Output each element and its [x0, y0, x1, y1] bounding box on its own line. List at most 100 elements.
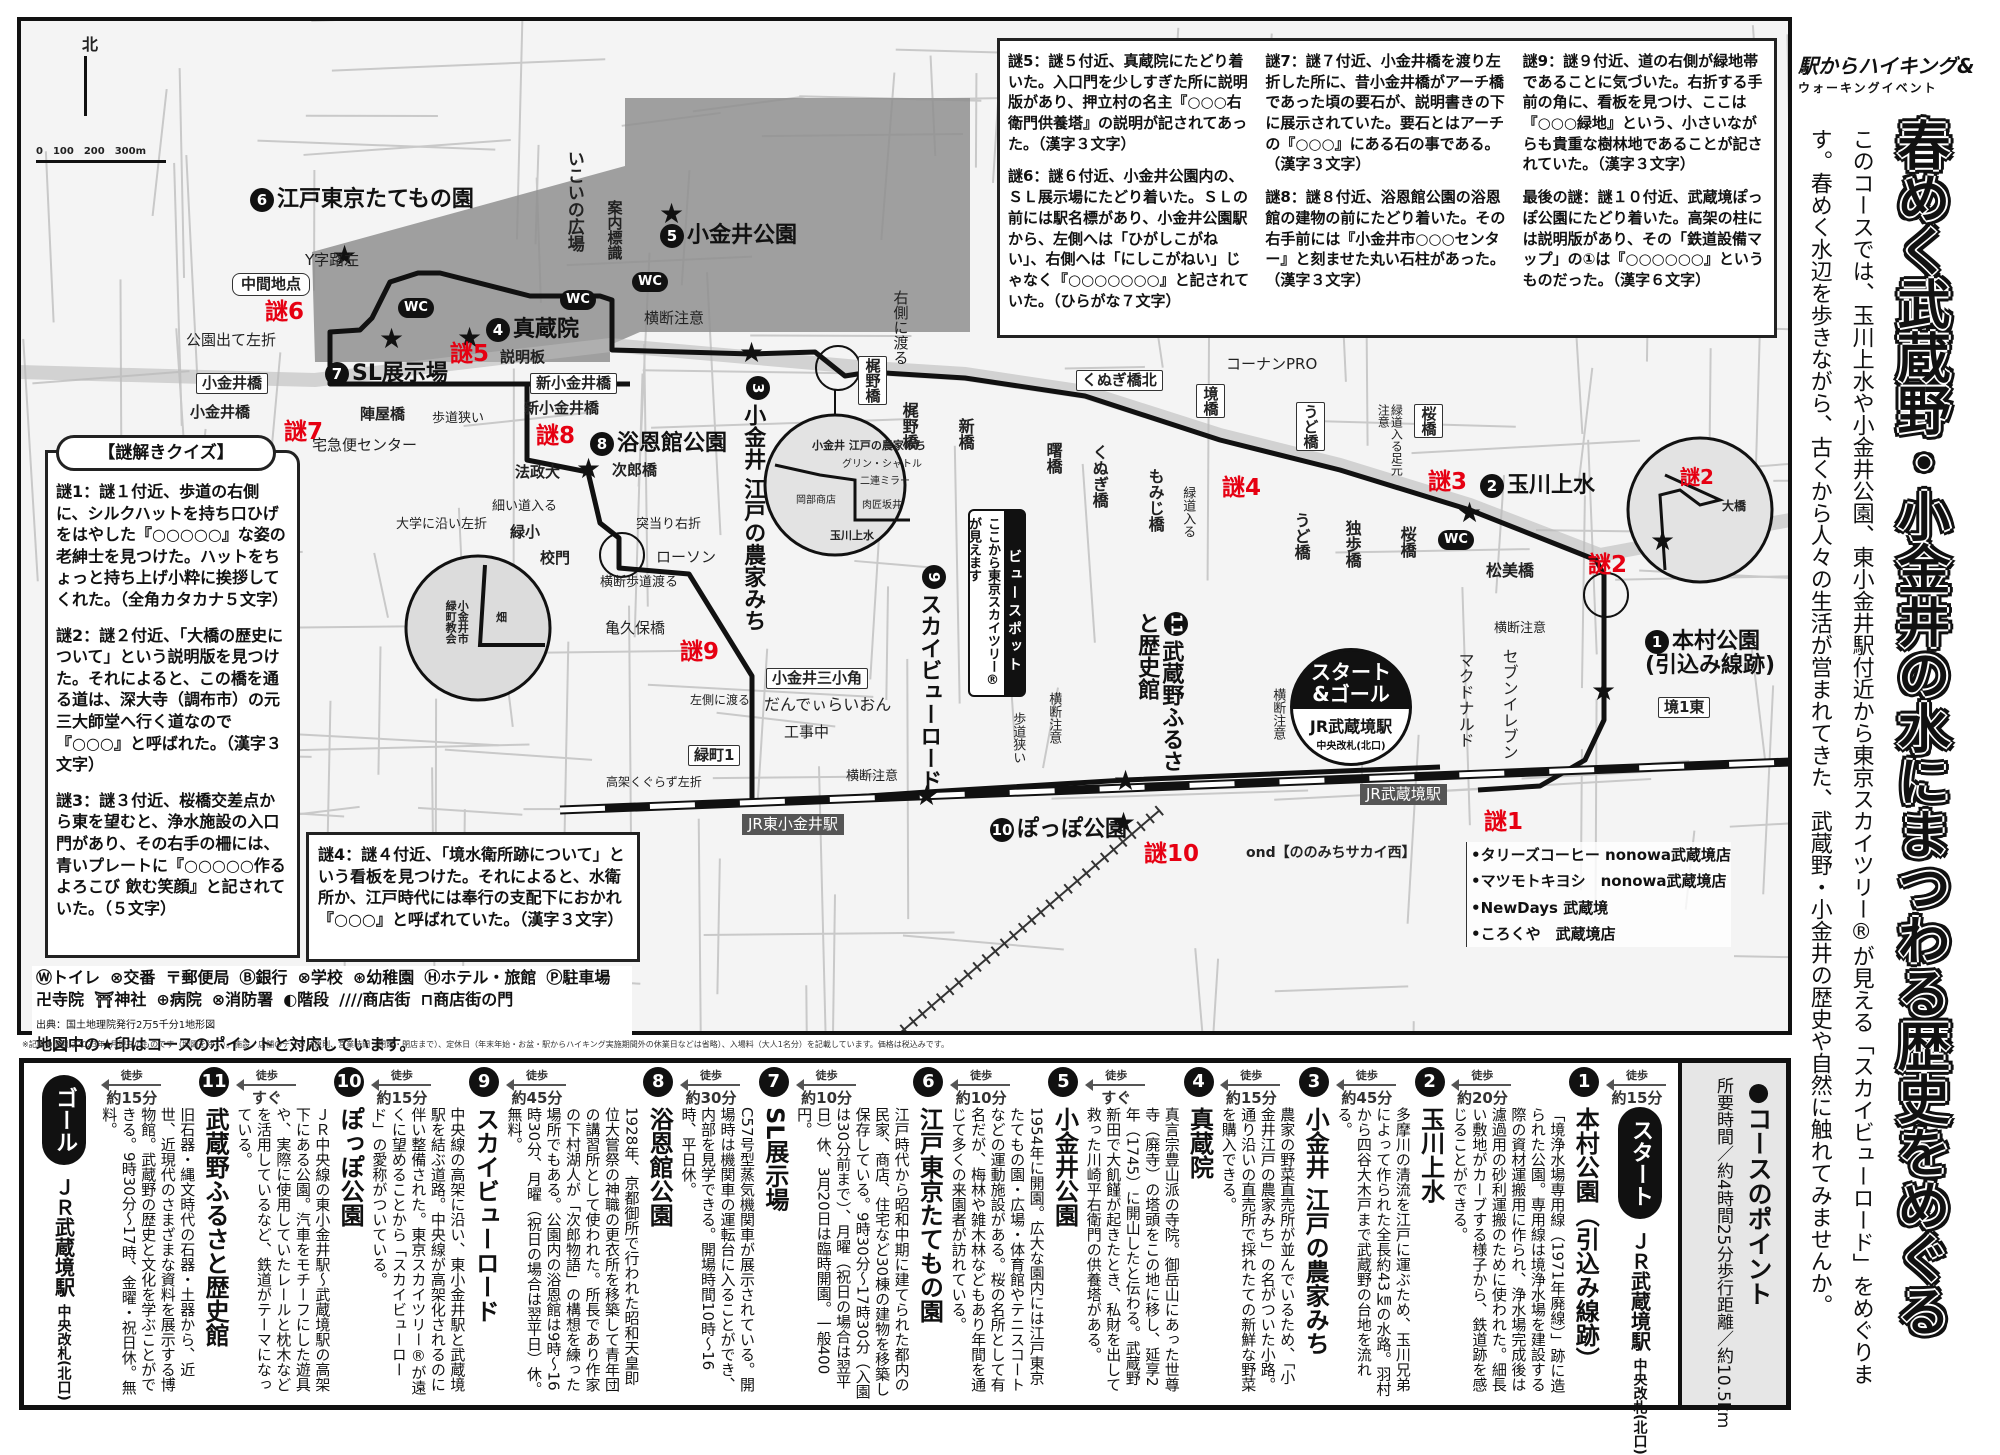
- map-point-4-label[interactable]: 真蔵院: [513, 317, 579, 342]
- walk-segment: 徒歩すぐ: [1083, 1067, 1149, 1108]
- point-description: ＪＲ中央線の東小金井駅～武蔵境駅の高架下にある公園。汽車をモチーフにした遊具や、…: [234, 1107, 332, 1399]
- toilet-icon: WC: [398, 298, 434, 318]
- map-point-10-label[interactable]: ぽっぽ公園: [1017, 817, 1127, 842]
- quiz-8: 謎8：謎８付近、浴恩館公園の浴恩館の建物の前にたどり着いた。その右手前には『小金…: [1265, 187, 1508, 290]
- y-junction-label: Y字路左: [305, 252, 359, 269]
- quiz-panel-4: 謎4：謎４付近、「境水衛所跡について」という看板を見つけた。それによると、水衛所…: [306, 832, 640, 962]
- map-point-7-label[interactable]: SL展示場: [352, 361, 448, 386]
- point-number-4: 4: [486, 318, 510, 342]
- logo-line2: ウォーキングイベント: [1798, 79, 1974, 96]
- kamekubo-bridge-label: 亀久保橋: [605, 620, 665, 637]
- map-point-3-label[interactable]: 小金井 江戸の農家みち: [740, 404, 765, 632]
- bubble-goal: &ゴール: [1312, 682, 1389, 706]
- point-number-badge: 10: [334, 1067, 364, 1097]
- koganei-bridge-label: 小金井橋: [190, 404, 250, 421]
- arrow-left-icon: [238, 1084, 296, 1086]
- course-point-star-icon: ★: [576, 452, 601, 485]
- mcdonalds-label: マクドナルド: [1456, 652, 1474, 748]
- start-badge: スタート: [1618, 1107, 1662, 1219]
- greenway-caution-label: 緑道入る足元注意: [1376, 404, 1402, 484]
- point-number-badge: 3: [1299, 1067, 1329, 1097]
- sakura-bridge-label: 桜橋: [1398, 526, 1416, 558]
- legend-item: Ⓦトイレ: [36, 967, 100, 989]
- udo-bridge-label: うど橋: [1292, 512, 1310, 560]
- inset3-title: 小金井 江戸の農家みち: [812, 440, 926, 452]
- crossing-caution-label-5: 横断注意: [1494, 622, 1546, 636]
- point-title: SL展示場: [760, 1107, 789, 1399]
- goal-badge: ゴール: [42, 1075, 86, 1165]
- inset-church-label: 小金井市緑町教会: [444, 600, 468, 650]
- crossing-caution-label-2: 横断注意: [846, 770, 898, 784]
- shin-koganei-bridge-label: 新小金井橋: [524, 400, 599, 417]
- jiro-bridge-label: 次郎橋: [612, 462, 657, 479]
- quiz-5: 謎5：謎５付近、真蔵院にたどり着いた。入口門を少しすぎた所に説明版があり、押立村…: [1008, 51, 1251, 154]
- map-point-6-label[interactable]: 江戸東京たてもの園: [277, 187, 474, 212]
- narrow-sidewalk-label-2: 歩道狭い: [1010, 712, 1024, 764]
- kajino-bridge-bus-stop: 梶野橋: [858, 356, 887, 405]
- arrow-left-icon: [1222, 1084, 1280, 1086]
- jinya-bridge-label: 陣屋橋: [360, 406, 405, 423]
- walk-segment: 徒歩約10分: [794, 1067, 860, 1108]
- inset-circle-1: [1628, 438, 1772, 582]
- quiz-1: 謎1：謎１付近、歩道の右側に、シルクハットを持ち口ひげをはやした『○○○○○』な…: [56, 481, 289, 611]
- quiz-6: 謎6：謎６付近、小金井公園内の、ＳＬ展示場にたどり着いた。ＳＬの前には駅名標があ…: [1008, 166, 1251, 311]
- legend-item: ⊗交番: [110, 967, 155, 989]
- bubble-station: JR武蔵境駅: [1310, 717, 1392, 736]
- start-goal-bubble[interactable]: スタート&ゴール JR武蔵境駅中央改札(北口): [1290, 648, 1412, 766]
- point-number-badge: 1: [1569, 1067, 1599, 1097]
- map-point-9-label[interactable]: スカイビューロード: [916, 593, 941, 791]
- toilet-icon: WC: [1438, 530, 1474, 550]
- point-title: 小金井公園: [1050, 1107, 1079, 1399]
- inset3-green-shuttle: グリン・シャトル: [842, 459, 922, 470]
- point-description: C57号型蒸気機関車が展示されている。開場時は機関車の運転台に入ることができ、内…: [678, 1107, 756, 1399]
- narrow-road-label: 細い道入る: [492, 500, 557, 514]
- legend-item: ⊗学校: [297, 967, 342, 989]
- lawson-label: ローソン: [656, 549, 716, 566]
- shobi-bridge-label: 松美橋: [1486, 562, 1534, 580]
- guide-sign-label: 案内標識: [606, 200, 623, 260]
- arrow-left-icon: [798, 1084, 856, 1086]
- map-point-2-label[interactable]: 玉川上水: [1507, 473, 1595, 498]
- walk-segment: 徒歩約15分: [369, 1067, 435, 1108]
- nazo-6-marker: 謎6: [265, 300, 304, 325]
- cross-right-label: 右側に渡る: [892, 290, 909, 365]
- legend-item: Ⓟ駐車場: [546, 967, 610, 989]
- map-point-8-label[interactable]: 浴恩館公園: [617, 431, 727, 456]
- ikoi-plaza-label: いこいの広場: [564, 150, 583, 252]
- walk-segment: 徒歩約15分: [1218, 1067, 1284, 1108]
- map-point-11-label[interactable]: 武蔵野ふるさと歴史館: [1134, 612, 1183, 772]
- akebono-bridge-label: 曙橋: [1044, 442, 1062, 474]
- map-point-1-sublabel: (引込み線跡): [1645, 653, 1775, 678]
- point-number-badge: 9: [469, 1067, 499, 1097]
- inset3-okabe-shop: 岡部商店: [796, 495, 836, 506]
- store-item: •ころくや 武蔵境店: [1471, 921, 1731, 947]
- point-description: 江戸時代から昭和中期に建てられた都内の民家、商店、住宅など30棟の建物を移築し保…: [794, 1107, 911, 1399]
- point-number-9: 9: [922, 565, 946, 589]
- point-number-11: 11: [1164, 612, 1188, 636]
- street-line: [907, 659, 908, 919]
- course-heading: ●コースのポイント: [1740, 1077, 1776, 1397]
- legend-item: 卍寺院: [36, 989, 84, 1011]
- higashi-koganei-station-label: JR東小金井駅: [742, 814, 844, 835]
- legend-item: ⊗消防署: [212, 989, 273, 1011]
- midpoint-label: 中間地点: [232, 273, 310, 296]
- midori1-bus-stop: 緑町1: [688, 745, 740, 766]
- legend-item: ⛩神社: [94, 989, 146, 1011]
- map-point-5-label[interactable]: 小金井公園: [687, 223, 797, 248]
- point-number-badge: 11: [199, 1067, 229, 1097]
- point-number-7: 7: [325, 362, 349, 386]
- map-point-1-label[interactable]: 本村公園: [1672, 629, 1760, 654]
- toilet-icon: WC: [560, 290, 596, 310]
- quiz-4: 謎4：謎４付近、「境水衛所跡について」という看板を見つけた。それによると、水衛所…: [318, 844, 628, 930]
- nazo-2-inset-marker: 謎2: [1680, 466, 1714, 488]
- arrow-left-icon: [1453, 1084, 1511, 1086]
- point-description: 中央線の高架に沿い、東小金井駅と武蔵境駅を結ぶ道路。中央線が高架化されるのに伴い…: [369, 1107, 467, 1399]
